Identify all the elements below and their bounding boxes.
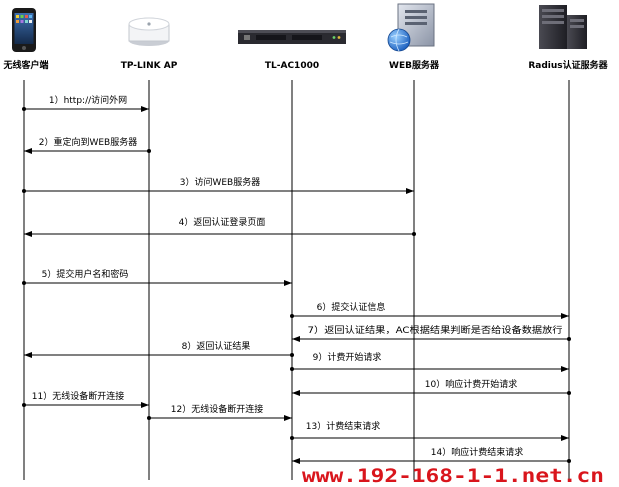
participant-label-client: 无线客户端 <box>2 59 48 71</box>
message-label: 10）响应计费开始请求 <box>425 378 517 390</box>
message-6: 6）提交认证信息 <box>290 301 569 319</box>
message-label: 9）计费开始请求 <box>313 351 382 363</box>
message-4: 4）返回认证登录页面 <box>24 216 416 237</box>
message-14: 14）响应计费结束请求 <box>292 446 571 464</box>
message-9: 9）计费开始请求 <box>290 351 569 372</box>
smartphone-icon <box>12 8 36 52</box>
message-label: 3）访问WEB服务器 <box>180 176 261 188</box>
message-8: 8）返回认证结果 <box>24 340 294 358</box>
message-7: 7）返回认证结果，AC根据结果判断是否给设备数据放行 <box>292 324 571 342</box>
message-12: 12）无线设备断开连接 <box>147 403 292 421</box>
message-11: 11）无线设备断开连接 <box>22 390 149 408</box>
message-label: 7）返回认证结果，AC根据结果判断是否给设备数据放行 <box>308 324 563 336</box>
message-5: 5）提交用户名和密码 <box>22 268 292 286</box>
participant-label-radius: Radius认证服务器 <box>528 59 608 71</box>
message-label: 2）重定向到WEB服务器 <box>39 136 138 148</box>
participant-label-ap: TP-LINK AP <box>121 61 178 71</box>
message-label: 13）计费结束请求 <box>306 420 380 432</box>
watermark: www.192-168-1-1.net.cn <box>302 465 604 487</box>
participant-label-web: WEB服务器 <box>389 59 440 71</box>
message-3: 3）访问WEB服务器 <box>22 176 414 194</box>
rack-controller-icon <box>238 30 346 44</box>
message-label: 5）提交用户名和密码 <box>42 268 129 280</box>
message-label: 12）无线设备断开连接 <box>171 403 263 415</box>
web-server-icon <box>387 3 435 52</box>
message-13: 13）计费结束请求 <box>290 420 569 441</box>
message-label: 14）响应计费结束请求 <box>431 446 523 458</box>
ceiling-access-point-icon <box>128 17 170 46</box>
message-label: 6）提交认证信息 <box>317 301 386 313</box>
tower-server-icon <box>539 5 587 49</box>
message-1: 1）http://访问外网 <box>22 94 149 112</box>
participant-label-ac: TL-AC1000 <box>265 61 319 71</box>
message-label: 8）返回认证结果 <box>182 340 251 352</box>
message-label: 11）无线设备断开连接 <box>32 390 124 402</box>
message-2: 2）重定向到WEB服务器 <box>24 136 151 154</box>
message-label: 4）返回认证登录页面 <box>179 216 266 228</box>
message-label: 1）http://访问外网 <box>49 94 127 106</box>
message-10: 10）响应计费开始请求 <box>292 378 571 396</box>
